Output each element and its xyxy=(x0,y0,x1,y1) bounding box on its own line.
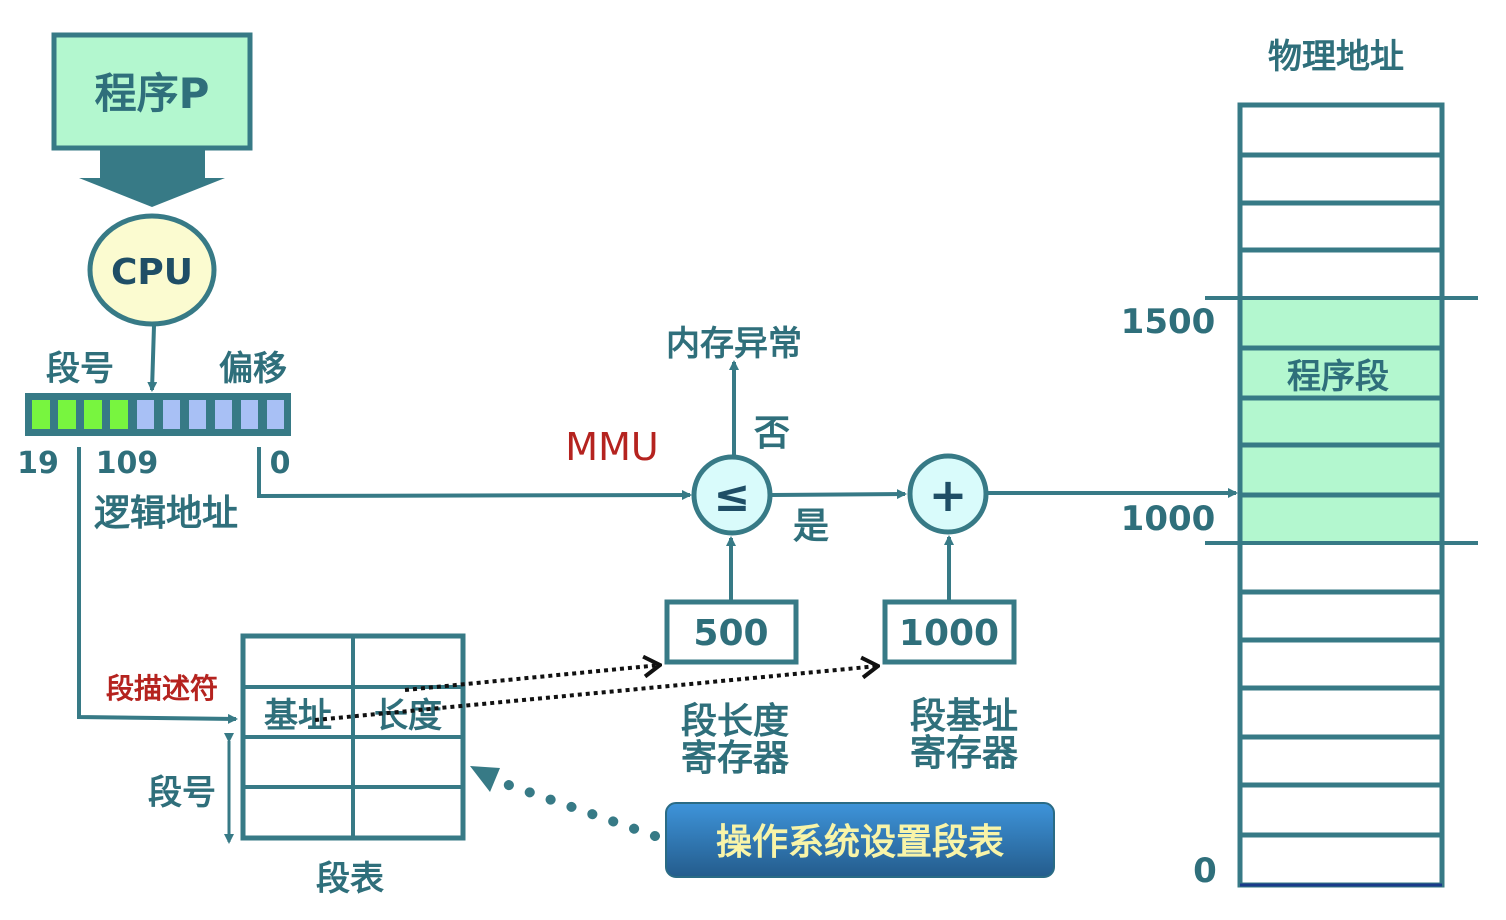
address-1000-label: 1000 xyxy=(1121,499,1216,539)
segment-number-label: 段号 xyxy=(46,349,114,389)
cpu-circle: CPU xyxy=(87,213,217,327)
down-arrow-icon xyxy=(79,150,225,207)
offset-arrow xyxy=(257,447,692,501)
os-arrow-head-icon xyxy=(470,766,500,792)
segment-descriptor-label: 段描述符 xyxy=(106,672,218,705)
logical-address-caption: 逻辑地址 xyxy=(94,493,238,534)
length-register-caption: 段长度 xyxy=(681,701,789,742)
length-register-caption-2: 寄存器 xyxy=(681,738,790,779)
bit-0-label: 0 xyxy=(270,446,291,481)
mmu-label: MMU xyxy=(565,425,658,469)
no-label: 否 xyxy=(754,413,790,454)
base-register-value: 1000 xyxy=(899,613,999,654)
base-column-cell: 基址 xyxy=(264,696,332,736)
bit-10-9-label: 109 xyxy=(96,446,159,481)
segment-index-label: 段号 xyxy=(148,773,216,813)
physical-memory-title: 物理地址 xyxy=(1268,37,1404,77)
base-to-register-arrow xyxy=(314,666,878,722)
yes-arrow xyxy=(771,489,907,500)
plus-symbol: + xyxy=(929,468,968,522)
yes-label: 是 xyxy=(793,506,829,547)
segment-number-arrow xyxy=(77,447,238,724)
offset-label: 偏移 xyxy=(219,349,287,389)
segment-length-register: 500 xyxy=(664,599,799,665)
base-register-caption: 段基址 xyxy=(910,696,1018,737)
os-setup-segment-table-button[interactable]: 操作系统设置段表 xyxy=(665,802,1055,878)
segment-base-register: 1000 xyxy=(882,599,1017,665)
program-segment-label: 程序段 xyxy=(1287,357,1389,397)
os-dotted-arrow xyxy=(495,777,660,841)
address-0-label: 0 xyxy=(1193,851,1217,891)
os-button-label: 操作系统设置段表 xyxy=(716,822,1004,863)
length-to-register-arrow xyxy=(404,665,660,692)
physical-memory xyxy=(1237,102,1445,888)
compare-circle: ≤ xyxy=(691,454,773,536)
address-1500-label: 1500 xyxy=(1121,302,1216,342)
segment-table-caption: 段表 xyxy=(316,859,384,899)
base-register-caption-2: 寄存器 xyxy=(910,733,1019,774)
cpu-label: CPU xyxy=(111,252,193,293)
cpu-arrow xyxy=(147,325,158,392)
program-box: 程序P xyxy=(51,32,253,151)
add-circle: + xyxy=(907,453,989,535)
length-column-cell: 长度 xyxy=(374,696,442,736)
logical-address-register xyxy=(25,393,291,436)
memory-exception-label: 内存异常 xyxy=(666,324,802,364)
less-equal-symbol: ≤ xyxy=(714,471,751,522)
bit-19-label: 19 xyxy=(17,446,59,481)
segment-table: 基址 长度 xyxy=(240,633,466,841)
length-register-value: 500 xyxy=(693,613,768,654)
program-label: 程序P xyxy=(95,69,210,118)
